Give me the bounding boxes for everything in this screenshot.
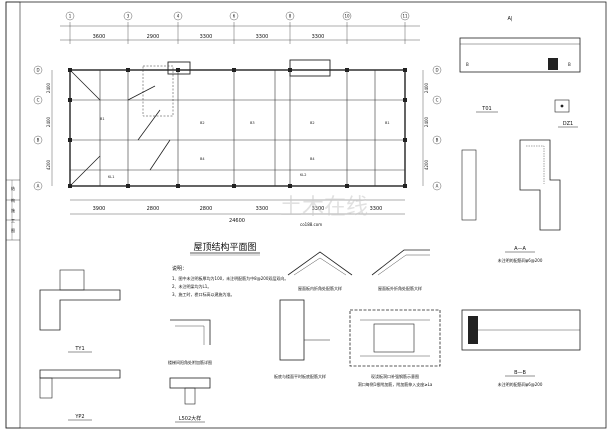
dim-bottom: 2800 [200,206,213,212]
detail-section-a: A| B B [459,16,581,73]
svg-text:B3: B3 [250,121,255,125]
detail-roof-hip: 屋面板内折角处配筋大样 [287,251,353,291]
axis-col: 4 [177,14,180,19]
axis-col: 10 [344,14,350,19]
svg-text:B4: B4 [200,157,205,161]
dim-bottom: 3900 [93,206,106,212]
stair-corner-label: 楼梯间阳角处附加筋详图 [168,359,212,365]
title-block-char: 构 [11,197,15,203]
dim-top: 3600 [93,34,106,40]
dim-top: 3300 [312,34,325,40]
roof-outer-label: 屋面板外折角处配筋大样 [378,285,422,291]
axis-row: A [436,184,439,189]
title-block-cells: 结 构 施 工 图 [6,179,20,241]
note-item: 1、图中未注明板厚均为100，未注明配筋为中8@200双层双向。 [172,275,288,281]
detail-b-b: B—B 未注明的配筋同φ6@200 [461,309,581,387]
detail-ty1: TY1 [39,269,121,353]
l502-label: L502大样 [179,415,201,422]
axis-col: 8 [289,14,292,19]
svg-text:B1: B1 [385,121,390,125]
dim-top: 3300 [256,34,269,40]
axis-row: C [37,98,40,103]
note-item: 3、施工时，檐口标高以建施为准。 [172,291,235,297]
sheet-border [5,1,607,429]
axis-row: A [37,184,40,189]
axis-row: C [436,98,439,103]
building-outline [69,69,406,187]
detail-slab-edge: 板底与楼面平时板底配筋大样 [274,299,330,379]
roof-plan: 3600 2900 3300 3300 3300 1 3 4 6 8 10 11 [33,11,442,256]
title-block-char: 工 [11,218,15,223]
title-block-char: 图 [11,227,15,233]
dim-bottom: 3300 [256,206,269,212]
dim-left: 2400 [46,116,51,127]
dim-top: 2900 [147,34,160,40]
dim-bottom: 3300 [312,206,325,212]
detail-t01: T01 DZ1 [476,99,578,128]
detail-stair-corner: 楼梯间阳角处附加筋详图 [168,319,212,365]
title-block-char: 结 [11,185,15,191]
notes: 说明： 1、图中未注明板厚均为100，未注明配筋为中8@200双层双向。 2、未… [172,265,288,297]
watermark-text: 土木在线 [280,195,368,220]
columns [68,68,407,188]
dim-bottom: 2800 [147,206,160,212]
axis-row: D [435,68,438,73]
roof-hip-label: 屋面板内折角处配筋大样 [298,285,342,291]
svg-text:B1: B1 [100,117,105,121]
b-b-note: 未注明的配筋同φ6@200 [498,381,543,387]
svg-text:B2: B2 [310,121,315,125]
axis-row: D [36,68,39,73]
detail-a-a: A—A 未注明的配筋同φ6@200 [461,139,561,263]
ty1-label: TY1 [74,346,84,352]
dim-right: 2400 [424,116,429,127]
dim-left: 4200 [46,159,51,170]
detail-roof-outer: 屋面板外折角处配筋大样 [371,249,430,291]
dim-total: 24600 [229,218,245,224]
svg-text:B2: B2 [200,121,205,125]
opening-label: 现浇板洞口补强钢筋示意图 [371,373,419,379]
detail-l502: L502大样 [169,377,211,423]
axis-col: 6 [233,14,236,19]
note-item: 2、未注明梁均为L1。 [172,283,211,289]
slab-edge-label: 板底与楼面平时板底配筋大样 [274,373,326,379]
dim-right: 2400 [424,82,429,93]
dim-left: 2400 [46,82,51,93]
axis-col: 1 [69,14,72,19]
a-a-title: A—A [514,246,526,252]
dz1-label: DZ1 [563,121,573,127]
b-b-title: B—B [514,370,526,376]
dim-top: 3300 [200,34,213,40]
axis-row: B [436,138,439,143]
opening-note: 洞口每侧1根附加筋，附加筋伸入支座≥La [358,381,433,387]
section-label: A| [507,16,512,22]
dim-right: 4200 [424,159,429,170]
svg-text:KL1: KL1 [108,175,114,179]
axis-col: 11 [402,14,408,19]
title-block-char: 施 [11,207,15,213]
detail-opening: 现浇板洞口补强钢筋示意图 洞口每侧1根附加筋，附加筋伸入支座≥La [349,309,441,387]
detail-yp2: YP2 [39,369,121,421]
svg-text:B: B [568,62,571,67]
yp2-label: YP2 [74,414,84,420]
svg-text:B4: B4 [310,157,315,161]
axis-col: 3 [127,14,130,19]
svg-text:B: B [466,62,469,67]
svg-text:KL2: KL2 [300,173,306,177]
watermark-url: co188.com [300,222,322,227]
dim-bottom: 3300 [370,206,383,212]
watermark: 土木在线 co188.com [280,195,368,227]
t01-label: T01 [481,106,491,112]
title-block [5,1,21,429]
a-a-note: 未注明的配筋同φ6@200 [498,257,543,263]
plan-title: 屋顶结构平面图 [193,241,256,253]
axis-row: B [37,138,40,143]
notes-title: 说明： [172,265,187,272]
